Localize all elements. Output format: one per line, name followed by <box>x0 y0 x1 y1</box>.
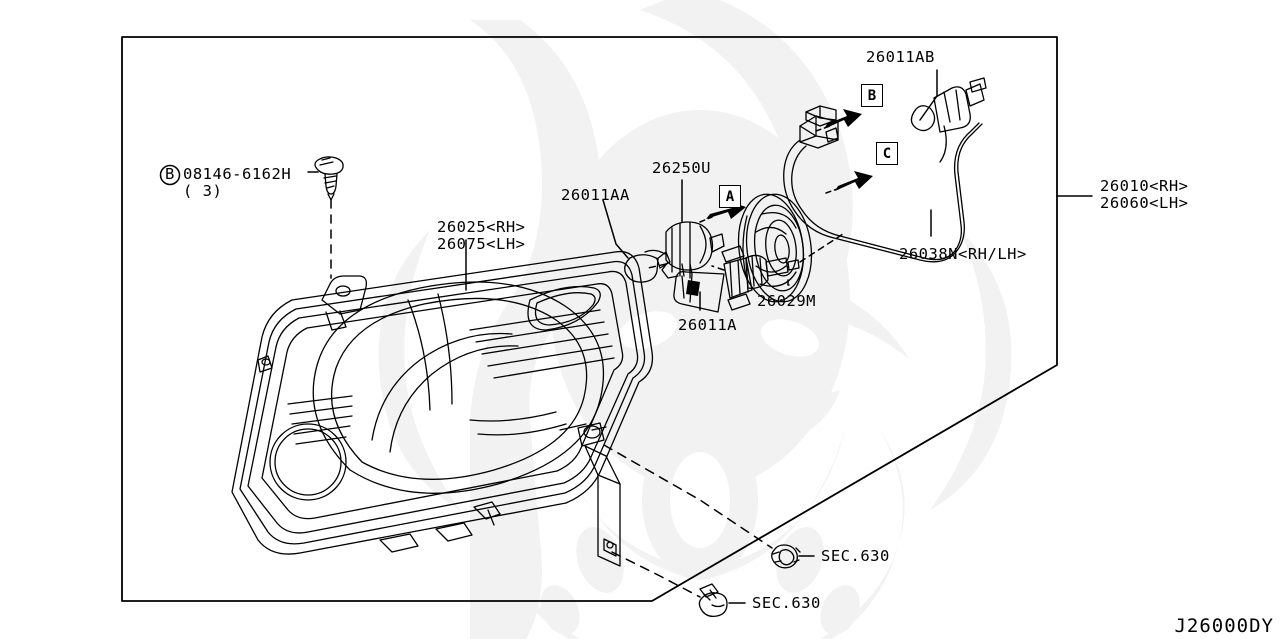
badge-b-letter: B <box>165 165 175 183</box>
reference-mark-b: B <box>861 84 883 107</box>
bulb-socket-graphic <box>661 221 725 279</box>
callout-housing-lh: 26075<LH> <box>437 235 526 253</box>
diagram-border <box>121 36 1058 602</box>
callout-socket: 26250U <box>652 159 711 177</box>
drawing-code: J26000DY <box>1174 615 1274 637</box>
headlamp-bulb-graphic <box>673 245 800 313</box>
arrow-c-tail <box>825 187 841 194</box>
dust-cover-graphic <box>737 193 813 303</box>
callout-harness: 26038N<RH/LH> <box>899 245 1027 263</box>
assembly-line-nut <box>603 444 773 549</box>
screw-graphic <box>314 156 344 201</box>
leader-parking-bulb <box>602 199 629 259</box>
parking-bulb-graphic <box>624 249 671 283</box>
arrow-a-tail <box>699 216 713 223</box>
callout-housing-rh: 26025<RH> <box>437 218 526 236</box>
callout-assembly-rh: 26010<RH> <box>1100 177 1189 195</box>
arrow-b <box>824 109 862 129</box>
arrow-b-tail <box>815 125 831 132</box>
badge-b-circle <box>159 164 181 186</box>
callout-bulb-clip: 26011AB <box>866 48 935 66</box>
reference-mark-a: A <box>719 185 741 208</box>
callout-dust-cover: 26029M <box>757 292 816 310</box>
callout-sec630-bolt: SEC.630 <box>752 594 821 612</box>
leader-bulb-clip <box>919 69 938 121</box>
callout-parking-bulb: 26011AA <box>561 186 630 204</box>
headlamp-housing-graphic <box>231 250 654 567</box>
callout-assembly-lh: 26060<LH> <box>1100 194 1189 212</box>
callout-fastener-number: 08146-6162H <box>183 165 292 183</box>
sec630-bolt-graphic <box>698 583 728 617</box>
watermark-graphic <box>378 0 1012 639</box>
assembly-line-bulbs-1 <box>647 263 667 269</box>
callout-fastener-qty: ( 3) <box>183 182 223 200</box>
assembly-line-bolt <box>611 551 701 598</box>
callout-sec630-nut: SEC.630 <box>821 547 890 565</box>
wiring-harness-graphic <box>783 77 987 263</box>
sec630-nut-graphic <box>771 544 801 569</box>
assembly-line-cover <box>799 231 847 263</box>
assembly-line-bulbs-2 <box>711 265 725 271</box>
arrow-c <box>835 171 873 191</box>
callout-main-bulb: 26011A <box>678 316 737 334</box>
reference-mark-c: C <box>876 142 898 165</box>
